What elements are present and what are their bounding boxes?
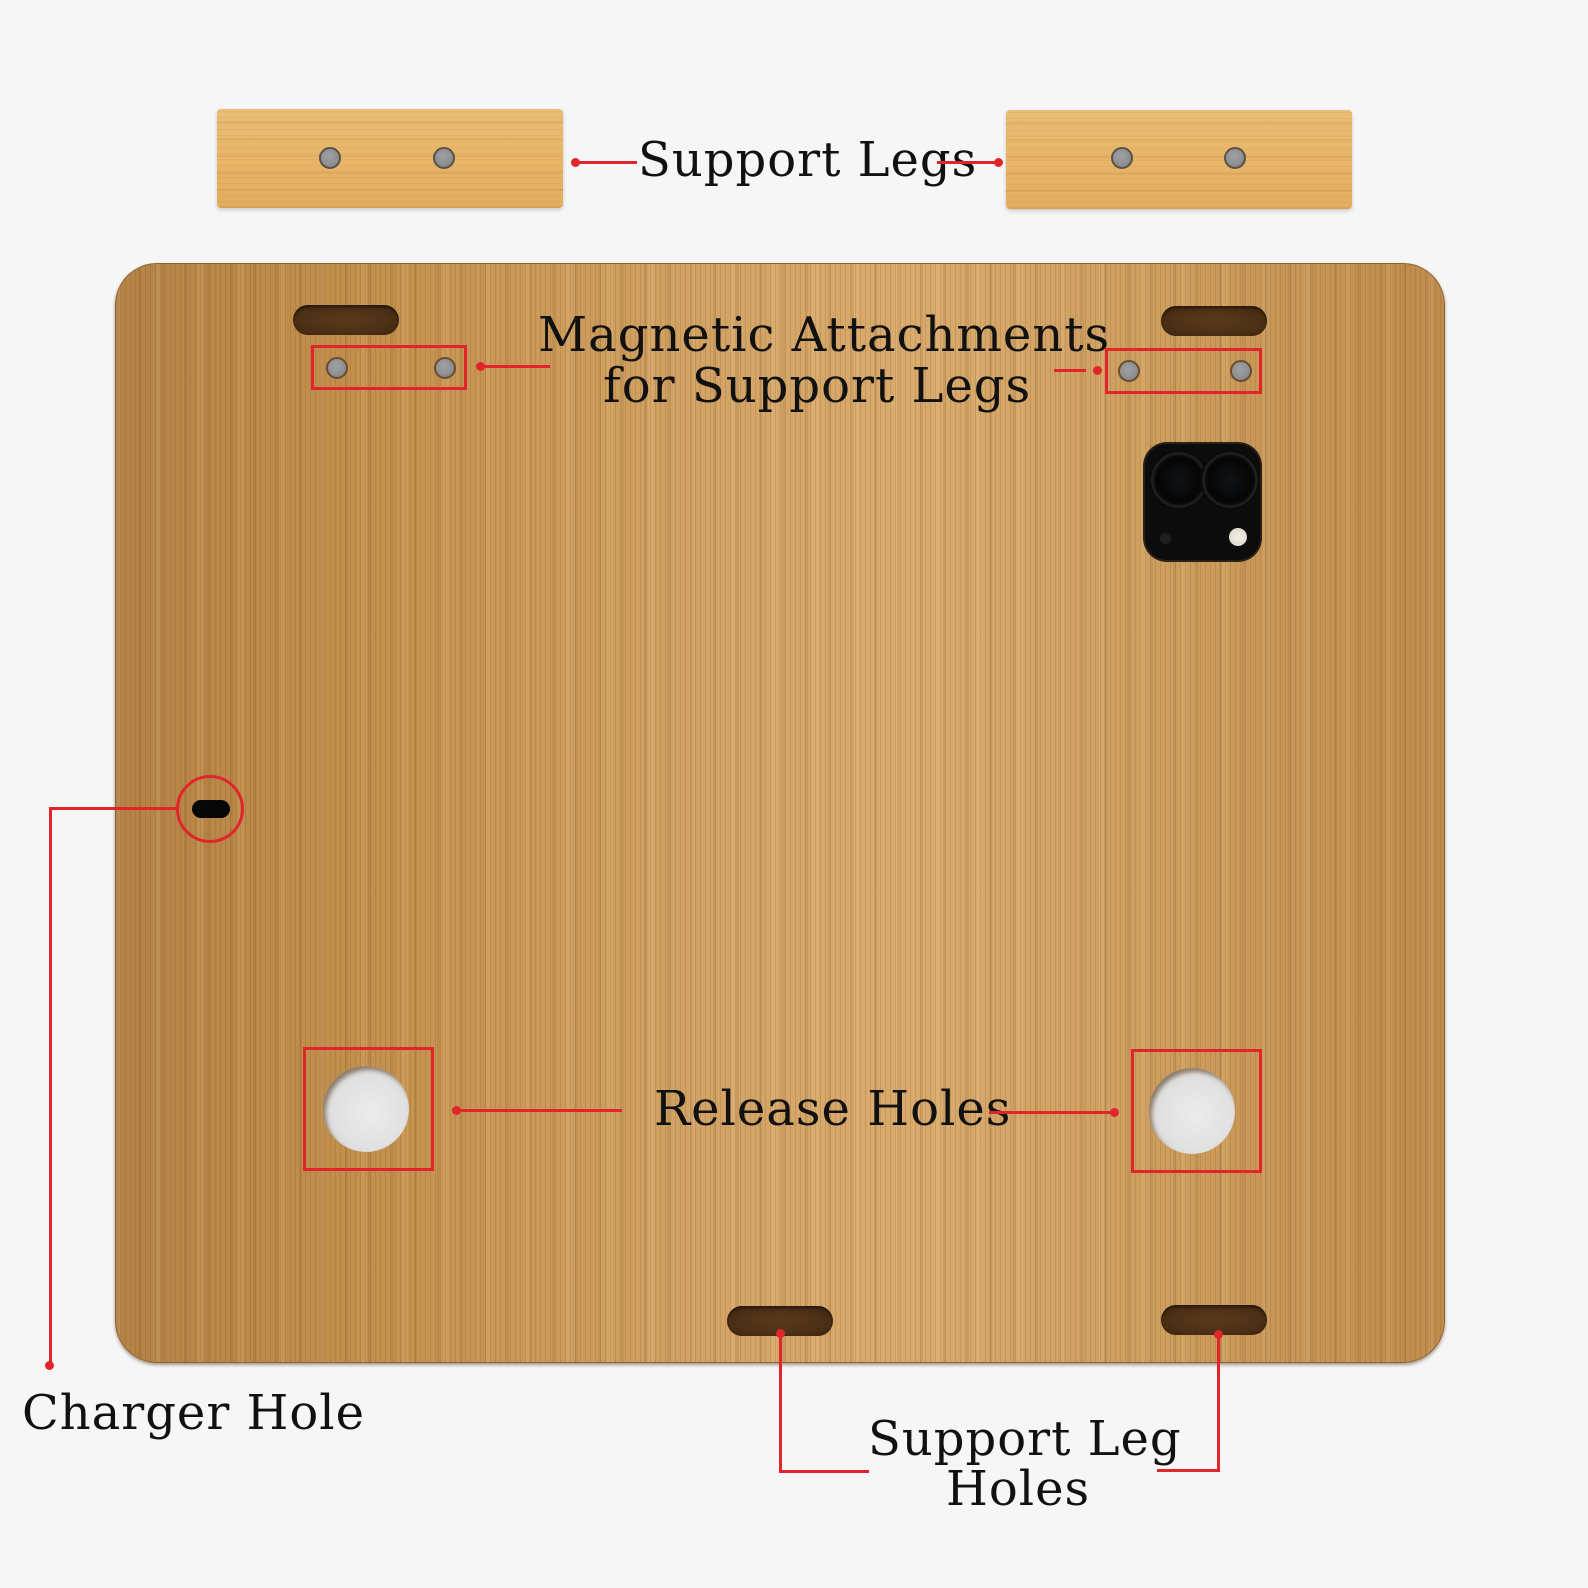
connector-line — [779, 1333, 782, 1473]
connector-line — [49, 807, 52, 1365]
camera-lens-icon — [1205, 455, 1255, 505]
connector-line — [937, 161, 999, 164]
magnet-icon — [326, 357, 348, 379]
release-hole-box-right — [1131, 1049, 1262, 1173]
connector-line — [480, 365, 550, 368]
support-leg-holes-label-line2: Holes — [946, 1461, 1091, 1517]
magnet-icon — [1118, 360, 1140, 382]
connector-line — [49, 807, 178, 810]
magnet-icon — [434, 357, 456, 379]
release-holes-label: Release Holes — [654, 1081, 1012, 1137]
charger-hole-label: Charger Hole — [22, 1385, 366, 1441]
connector-line — [1054, 369, 1086, 372]
release-hole-right — [1149, 1068, 1235, 1154]
magnet-icon — [319, 147, 341, 169]
connector-line — [779, 1470, 869, 1473]
support-leg-slot-top-right — [1161, 306, 1267, 336]
connector-dot — [1110, 1108, 1119, 1117]
release-hole-box-left — [303, 1047, 434, 1171]
microphone-icon — [1160, 533, 1171, 544]
support-legs-label: Support Legs — [638, 132, 978, 188]
connector-dot — [1093, 366, 1102, 375]
camera-cutout — [1145, 444, 1260, 560]
connector-line — [989, 1111, 1115, 1114]
support-leg-left — [217, 109, 563, 208]
connector-line — [575, 161, 637, 164]
support-leg-right — [1006, 110, 1352, 209]
magnetic-attachment-box-right — [1105, 348, 1262, 394]
magnet-icon — [433, 147, 455, 169]
connector-dot — [994, 158, 1003, 167]
magnet-icon — [1224, 147, 1246, 169]
connector-dot — [45, 1361, 54, 1370]
magnet-icon — [1111, 147, 1133, 169]
magnetic-attachments-label-line1: Magnetic Attachments — [538, 307, 1111, 363]
support-leg-slot-top-left — [293, 305, 399, 335]
support-leg-slot-bottom-right — [1161, 1305, 1267, 1335]
connector-line — [1157, 1469, 1220, 1472]
camera-lens-icon — [1154, 455, 1204, 505]
release-hole-left — [323, 1066, 409, 1152]
magnetic-attachment-box-left — [311, 345, 467, 390]
flash-icon — [1229, 528, 1247, 546]
support-leg-holes-label-line1: Support Leg — [868, 1411, 1182, 1467]
wooden-case-back — [115, 263, 1445, 1363]
connector-line — [1217, 1334, 1220, 1472]
magnet-icon — [1230, 360, 1252, 382]
charger-hole — [192, 800, 230, 818]
connector-line — [456, 1109, 622, 1112]
magnetic-attachments-label-line2: for Support Legs — [603, 358, 1032, 414]
